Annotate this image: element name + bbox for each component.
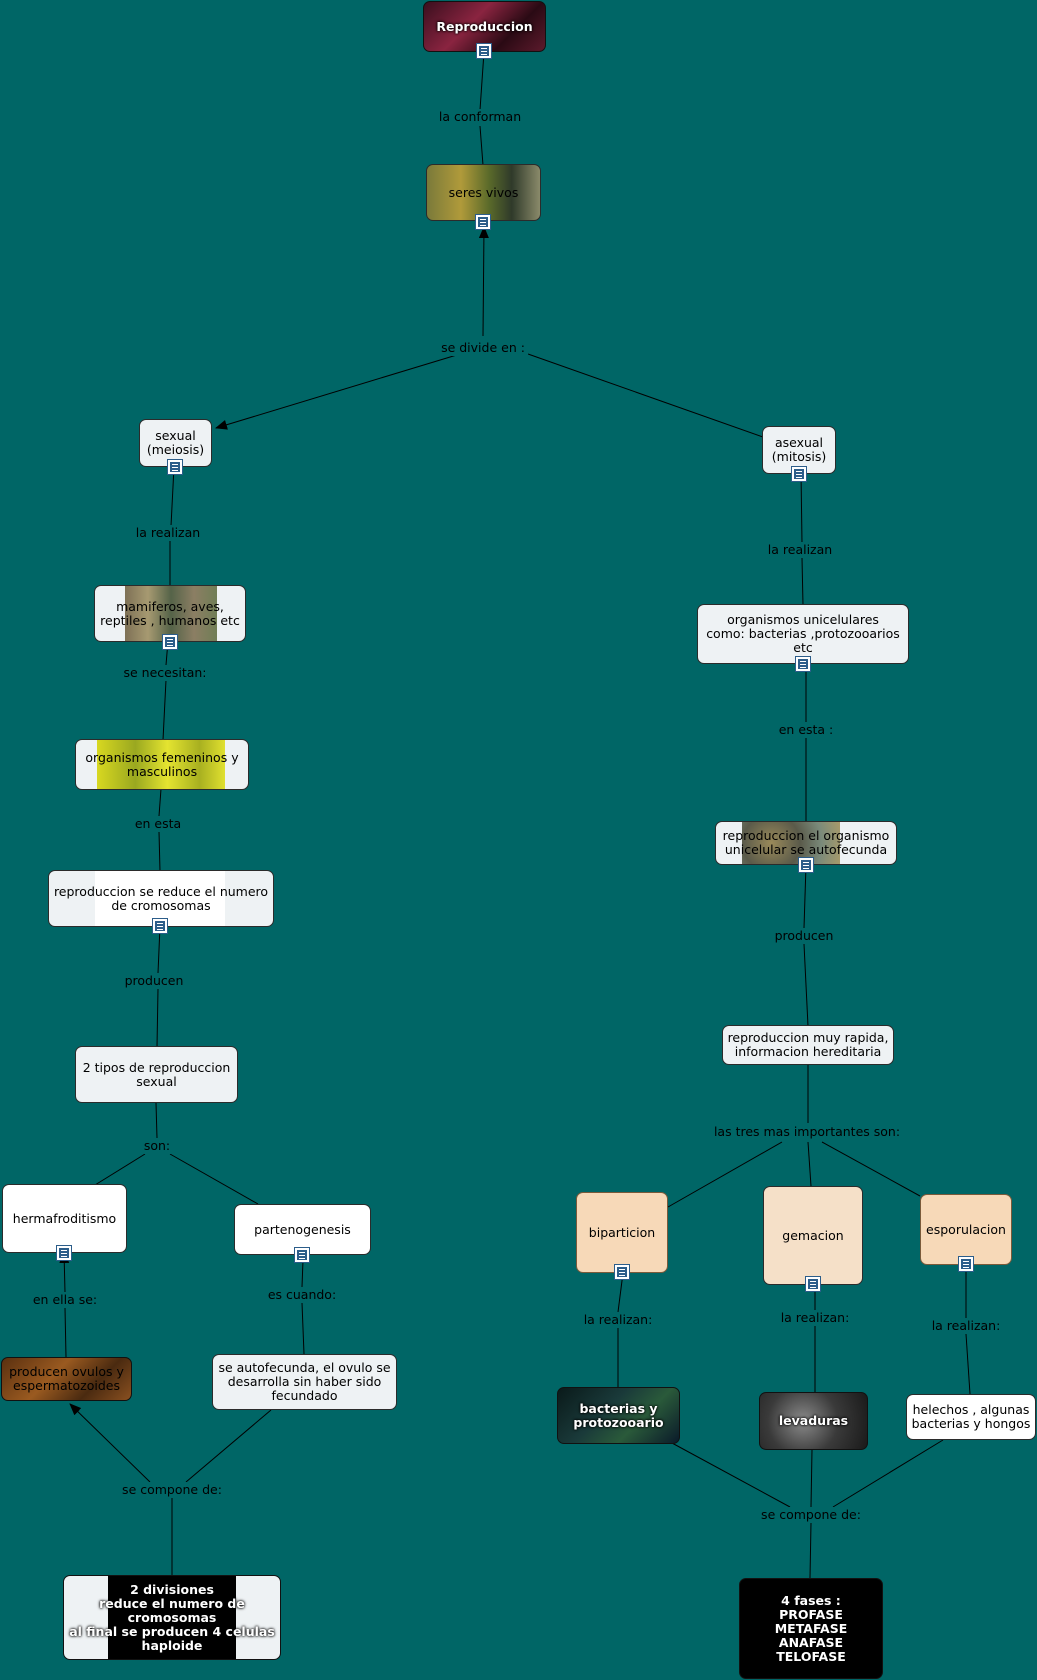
node-sexual-label: sexual (meiosis) <box>146 428 205 457</box>
node-seres-vivos-label: seres vivos <box>448 184 519 200</box>
document-icon[interactable] <box>805 1276 821 1292</box>
node-ovulos-label: producen ovulos y espermatozoides <box>9 1364 124 1393</box>
link-la-realizan[interactable]: la realizan: <box>580 1312 656 1328</box>
node-biparticion-label: biparticion <box>588 1224 656 1240</box>
node-fases[interactable]: 4 fases : PROFASE METAFASE ANAFASE TELOF… <box>739 1578 883 1679</box>
node-bacterias-label: bacterias y protozooario <box>573 1400 664 1430</box>
node-levaduras-label: levaduras <box>778 1413 849 1428</box>
node-ovulos[interactable]: producen ovulos y espermatozoides <box>1 1357 132 1401</box>
link-la-realizan[interactable]: la realizan <box>764 542 836 558</box>
link-en-esta[interactable]: en esta <box>131 816 185 832</box>
link-es-cuando[interactable]: es cuando: <box>264 1287 340 1303</box>
animals-image <box>125 586 217 641</box>
node-helechos[interactable]: helechos , algunas bacterias y hongos <box>906 1394 1036 1440</box>
node-partenogenesis-label: partenogenesis <box>254 1221 351 1237</box>
link-la-realizan[interactable]: la realizan <box>132 525 204 541</box>
node-reduce-cromosomas-label: reproduccion se reduce el numero de crom… <box>53 883 269 913</box>
meiosis-image <box>108 1576 236 1659</box>
link-la-realizan[interactable]: la realizan: <box>777 1310 853 1326</box>
link-en-esta[interactable]: en esta : <box>775 722 837 738</box>
link-se-necesitan[interactable]: se necesitan: <box>120 665 210 681</box>
link-las-tres-mas-importantes[interactable]: las tres mas importantes son: <box>710 1124 904 1140</box>
document-icon[interactable] <box>475 214 491 230</box>
node-autofecunda-label: reproduccion el organismo unicelular se … <box>722 828 890 857</box>
link-en-ella-se[interactable]: en ella se: <box>29 1292 101 1308</box>
link-la-conforman[interactable]: la conforman <box>435 109 525 125</box>
node-fases-label: 4 fases : PROFASE METAFASE ANAFASE TELOF… <box>774 1592 848 1664</box>
node-dos-tipos-label: 2 tipos de reproduccion sexual <box>82 1059 231 1089</box>
document-icon[interactable] <box>798 857 814 873</box>
node-bacterias[interactable]: bacterias y protozooario <box>557 1387 680 1444</box>
link-se-compone-de[interactable]: se compone de: <box>119 1482 225 1498</box>
node-helechos-label: helechos , algunas bacterias y hongos <box>911 1402 1031 1431</box>
node-unicelulares-label: organismos unicelulares como: bacterias … <box>706 612 900 655</box>
node-divisiones-label: 2 divisiones reduce el numero de cromoso… <box>69 1581 275 1653</box>
document-icon[interactable] <box>162 634 178 650</box>
link-se-divide-en[interactable]: se divide en : <box>438 340 528 356</box>
link-la-realizan[interactable]: la realizan: <box>928 1318 1004 1334</box>
node-gemacion[interactable]: gemacion <box>763 1186 863 1285</box>
document-icon[interactable] <box>476 43 492 59</box>
node-dos-tipos[interactable]: 2 tipos de reproduccion sexual <box>75 1046 238 1103</box>
node-esporulacion[interactable]: esporulacion <box>920 1194 1012 1265</box>
link-son[interactable]: son: <box>140 1138 174 1154</box>
document-icon[interactable] <box>56 1245 72 1261</box>
node-esporulacion-label: esporulacion <box>926 1221 1006 1237</box>
node-seres-vivos[interactable]: seres vivos <box>426 164 541 221</box>
node-reproduccion-rapida-label: reproduccion muy rapida, informacion her… <box>727 1030 889 1059</box>
node-asexual-label: asexual (mitosis) <box>771 435 827 464</box>
node-reduce-cromosomas[interactable]: reproduccion se reduce el numero de crom… <box>48 870 274 927</box>
chromosomes-image <box>95 871 225 926</box>
node-gemacion-label: gemacion <box>782 1227 844 1243</box>
document-icon[interactable] <box>614 1264 630 1280</box>
node-partenogenesis[interactable]: partenogenesis <box>234 1204 371 1255</box>
node-reproduccion-label: Reproduccion <box>436 18 533 34</box>
document-icon[interactable] <box>294 1247 310 1263</box>
node-mamiferos-label: mamiferos, aves, reptiles , humanos etc <box>100 598 240 628</box>
node-divisiones[interactable]: 2 divisiones reduce el numero de cromoso… <box>63 1575 281 1660</box>
node-ovulo-fecundado[interactable]: se autofecunda, el ovulo se desarrolla s… <box>212 1354 397 1410</box>
link-se-compone-de[interactable]: se compone de: <box>758 1507 864 1523</box>
node-mamiferos[interactable]: mamiferos, aves, reptiles , humanos etc <box>94 585 246 642</box>
link-producen[interactable]: producen <box>121 973 187 989</box>
document-icon[interactable] <box>167 459 183 475</box>
node-femeninos-masculinos-label: organismos femeninos y masculinos <box>85 749 239 779</box>
document-icon[interactable] <box>152 918 168 934</box>
node-sexual[interactable]: sexual (meiosis) <box>139 419 212 467</box>
node-asexual[interactable]: asexual (mitosis) <box>762 426 836 474</box>
node-levaduras[interactable]: levaduras <box>759 1392 868 1450</box>
microorganism-image <box>742 822 840 864</box>
node-unicelulares[interactable]: organismos unicelulares como: bacterias … <box>697 604 909 664</box>
cells-image <box>97 740 225 789</box>
document-icon[interactable] <box>958 1256 974 1272</box>
node-autofecunda[interactable]: reproduccion el organismo unicelular se … <box>715 821 897 865</box>
node-femeninos-masculinos[interactable]: organismos femeninos y masculinos <box>75 739 249 790</box>
node-ovulo-fecundado-label: se autofecunda, el ovulo se desarrolla s… <box>218 1360 391 1403</box>
node-reproduccion-rapida[interactable]: reproduccion muy rapida, informacion her… <box>722 1025 894 1065</box>
node-hermafroditismo[interactable]: hermafroditismo <box>2 1184 127 1253</box>
node-hermafroditismo-label: hermafroditismo <box>12 1210 117 1226</box>
document-icon[interactable] <box>795 656 811 672</box>
link-producen[interactable]: producen <box>771 928 837 944</box>
document-icon[interactable] <box>791 466 807 482</box>
node-biparticion[interactable]: biparticion <box>576 1192 668 1273</box>
